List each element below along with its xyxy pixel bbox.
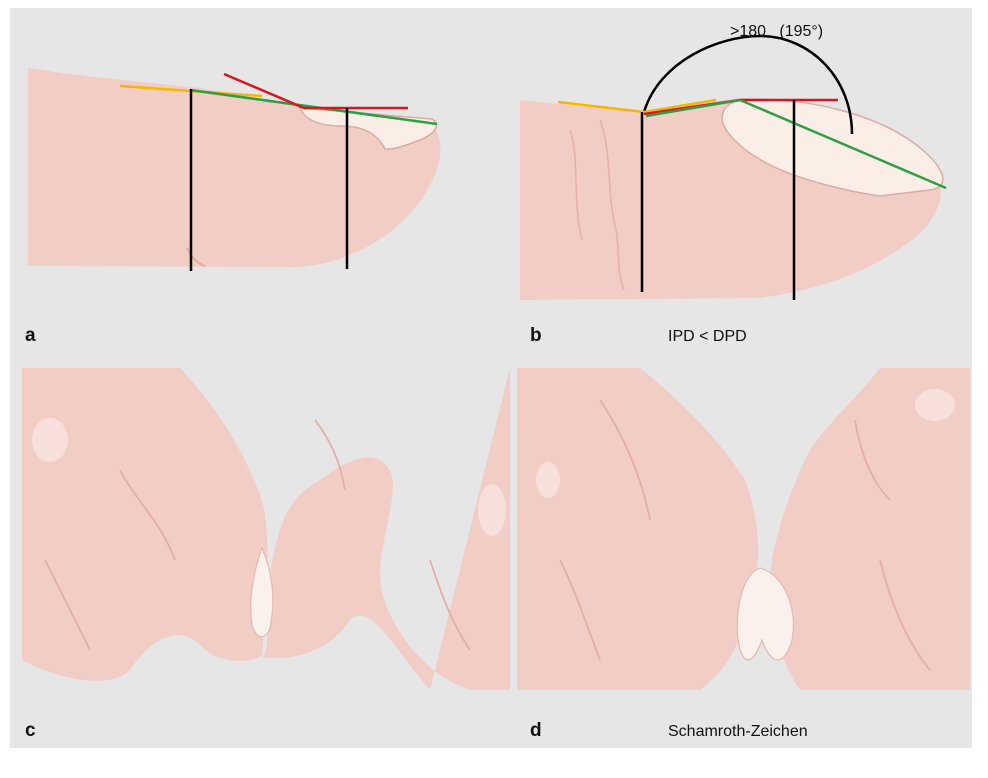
panel-c-highlight-right: [478, 484, 506, 536]
panel-d-letter: d: [530, 720, 542, 741]
panel-d-highlight-left: [536, 462, 560, 498]
panel-c-highlight-left: [32, 418, 68, 462]
panel-a-letter: a: [25, 325, 36, 346]
panel-d-highlight-right: [915, 389, 955, 421]
panel-b-caption: IPD < DPD: [668, 328, 747, 345]
panel-c-letter: c: [25, 720, 36, 741]
panel-b-letter: b: [530, 325, 542, 346]
panel-d-caption: Schamroth-Zeichen: [668, 723, 808, 740]
panel-b-angle-label: >180 (195°): [730, 23, 823, 40]
